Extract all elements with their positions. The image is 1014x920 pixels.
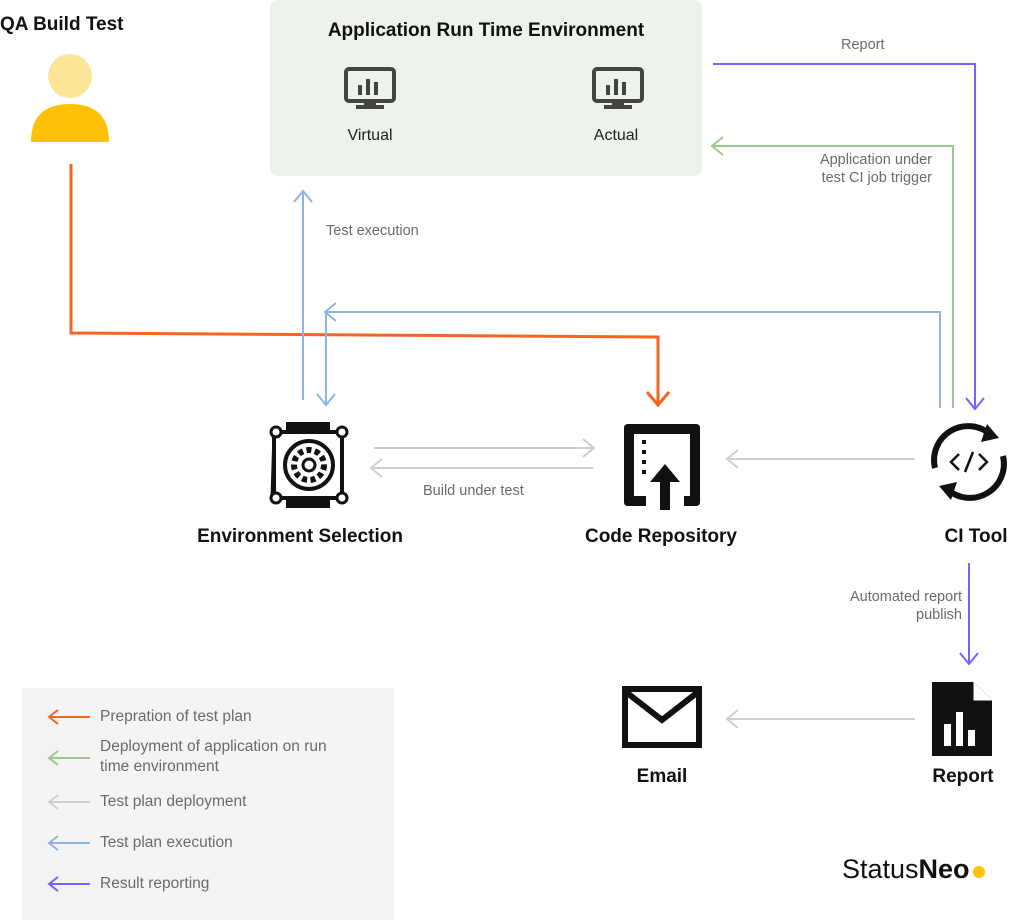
legend-item-result-reporting: Result reporting: [100, 875, 210, 892]
legend-item-deployment-line2: time environment: [100, 758, 219, 775]
legend-item-test-plan-deployment: Test plan deployment: [100, 793, 247, 810]
email-icon: [622, 686, 702, 748]
qa-build-test-title: QA Build Test: [0, 14, 124, 35]
monitor-icon: [344, 67, 396, 109]
connector-report-to-ci: [713, 63, 976, 408]
arrowhead-email-gray: [725, 709, 739, 729]
email-label: Email: [636, 766, 688, 787]
arrowhead-repo-gray-right: [725, 449, 739, 469]
arrowhead-envsel-blue-left: [323, 302, 337, 322]
edge-label-test-execution: Test execution: [326, 223, 419, 239]
user-icon: [31, 54, 109, 142]
connector-qa-to-repo: [69, 164, 660, 404]
ci-tool-icon: [931, 423, 1007, 501]
legend-arrow-blue: [47, 835, 90, 851]
brand-part-status: Status: [842, 854, 919, 884]
arrowhead-repo-gray: [582, 438, 596, 458]
legend-arrow-gray: [47, 794, 90, 810]
report-label: Report: [932, 766, 994, 787]
legend-arrow-purple: [47, 876, 90, 892]
legend-arrow-green: [47, 750, 90, 766]
edge-label-auto-report-2: publish: [916, 607, 962, 623]
legend-box: [22, 688, 394, 920]
arrowhead-envsel-blue-down: [316, 393, 336, 407]
edge-label-report: Report: [841, 37, 885, 53]
actual-label: Actual: [593, 127, 639, 144]
arrowhead-env-green: [710, 136, 724, 156]
edge-label-auto-report-1: Automated report: [849, 589, 962, 605]
edge-label-build-under-test: Build under test: [423, 483, 524, 499]
connector-ci-to-env: [713, 145, 954, 408]
arrowhead-report-purple: [959, 652, 979, 666]
ci-tool-label: CI Tool: [944, 526, 1008, 547]
legend-item-test-plan-execution: Test plan execution: [100, 834, 233, 851]
edge-label-app-under-test-2: test CI job trigger: [821, 170, 932, 186]
brand-dot: [973, 866, 985, 878]
arrowhead-env-blue-up: [293, 189, 313, 203]
arrowhead-ci-purple: [965, 397, 985, 411]
legend-item-preparation: Prepration of test plan: [100, 708, 252, 725]
legend-item-deployment-line1: Deployment of application on run: [100, 738, 327, 755]
environment-selection-label: Environment Selection: [197, 526, 403, 547]
connector-ci-to-envsel: [325, 311, 941, 408]
arrowhead-envsel-gray: [369, 458, 383, 478]
brand-part-neo: Neo: [918, 854, 970, 884]
arrowhead-repo-orange: [645, 391, 671, 408]
server-gear-icon: [269, 422, 349, 508]
virtual-label: Virtual: [347, 127, 393, 144]
runtime-environment-box: [270, 0, 702, 176]
monitor-icon: [592, 67, 644, 109]
runtime-environment-title: Application Run Time Environment: [327, 20, 645, 41]
brand-logo: StatusNeo: [842, 854, 970, 885]
code-repository-label: Code Repository: [584, 526, 738, 547]
code-repository-icon: [624, 424, 700, 510]
report-document-icon: [932, 682, 992, 756]
edge-label-app-under-test-1: Application under: [819, 152, 932, 168]
legend-arrow-orange: [47, 709, 90, 725]
